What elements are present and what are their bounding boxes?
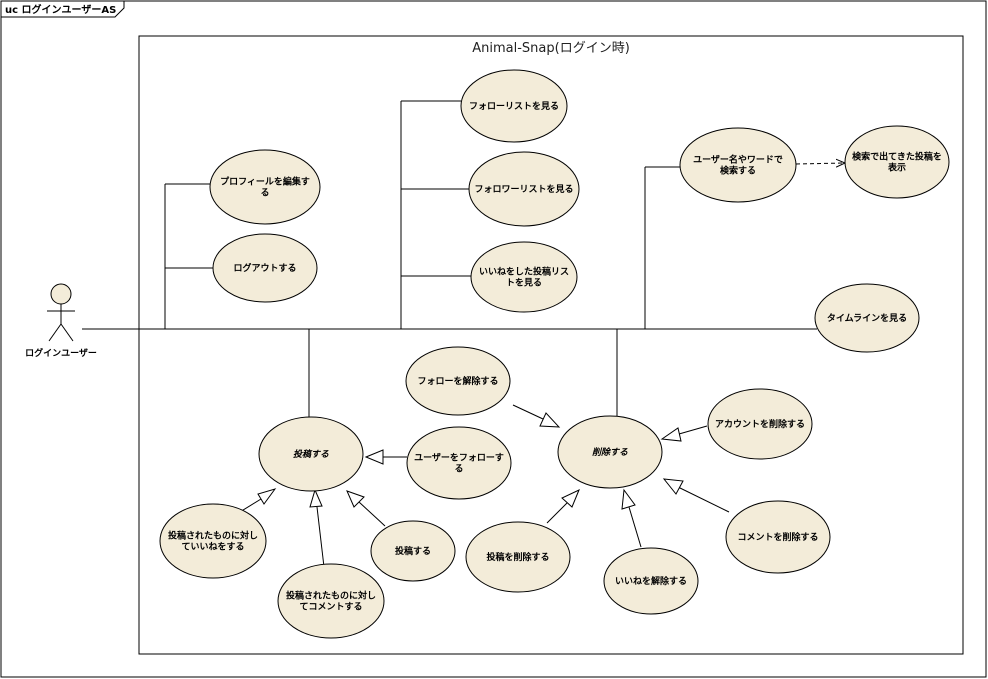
search-dependency-arrow: [795, 163, 845, 164]
use-case-label: いいねを解除する: [615, 575, 687, 587]
use-case-ellipse: [209, 149, 321, 225]
use-case-label: プロフィールを編集す: [220, 176, 310, 188]
use-case-label: る: [454, 464, 463, 475]
use-case-label: 検索で出てきた投稿を: [852, 151, 942, 163]
system-boundary: Animal-Snap(ログイン時): [138, 35, 964, 655]
use-case-label: アカウントを削除する: [715, 418, 805, 430]
use-case-label: ユーザーをフォローす: [414, 453, 504, 464]
use-case-label: タイムラインを見る: [827, 312, 907, 324]
use-cases: プロフィールを編集するログアウトするフォローリストを見るフォロワーリストを見るい…: [159, 69, 950, 639]
system-title: Animal-Snap(ログイン時): [472, 41, 630, 56]
use-case-label: 投稿されたものに対し: [286, 590, 376, 602]
use-case-timeline: タイムラインを見る: [814, 283, 920, 353]
generalization-arrows: [234, 404, 730, 568]
use-case-ellipse: [370, 520, 456, 582]
frame-tab-label: uc ログインユーザーAS: [5, 3, 116, 16]
use-case-label: フォロワーリストを見る: [474, 184, 573, 195]
use-case-ellipse: [707, 388, 813, 460]
use-case-post: 投稿する: [370, 520, 456, 582]
use-case-ellipse: [470, 241, 578, 313]
use-case-label: 投稿する: [293, 449, 329, 460]
use-case-delete-post: 投稿を削除する: [465, 521, 571, 593]
use-case-label: 検索する: [720, 165, 756, 177]
use-case-ellipse: [465, 521, 571, 593]
actor-login-user: ログインユーザー: [25, 283, 97, 359]
use-case-ellipse: [277, 563, 385, 639]
use-case-unlike: いいねを解除する: [603, 547, 699, 615]
use-case-unfollow: フォローを解除する: [405, 346, 511, 416]
use-case-label: 投稿する: [395, 545, 431, 557]
use-case-ellipse: [603, 547, 699, 615]
use-case-label: フォローリストを見る: [469, 101, 559, 112]
use-case-label: ユーザー名やワードで: [693, 154, 783, 166]
use-case-logout: ログアウトする: [212, 233, 318, 303]
use-case-label: 削除する: [592, 447, 628, 458]
use-case-label: フォローを解除する: [417, 375, 498, 387]
use-case-ellipse: [159, 503, 267, 579]
use-case-ellipse: [258, 416, 364, 492]
use-case-delete-account: アカウントを削除する: [707, 388, 813, 460]
use-case-ellipse: [468, 151, 580, 227]
use-case-label: ログアウトする: [233, 262, 296, 274]
use-case-label: コメントを削除する: [737, 531, 818, 543]
use-case-label: 投稿されたものに対し: [168, 530, 258, 542]
use-case-label: いいねをした投稿リス: [479, 266, 569, 278]
use-case-label: る: [260, 188, 269, 199]
use-case-label: 表示: [887, 162, 906, 174]
actor-label: ログインユーザー: [25, 347, 97, 359]
use-case-ellipse: [557, 415, 663, 489]
association-lines: [82, 100, 817, 420]
use-case-ellipse: [679, 127, 797, 203]
use-case-ellipse: [844, 125, 950, 199]
use-case-ellipse: [405, 346, 511, 416]
use-case-label: ていいねをする: [181, 542, 244, 553]
use-case-delete-abstract: 削除する: [557, 415, 663, 489]
use-case-ellipse: [406, 426, 512, 500]
use-case-delete-comment: コメントを削除する: [725, 500, 831, 574]
use-case-label: トを見る: [506, 278, 542, 289]
use-case-post-abstract: 投稿する: [258, 416, 364, 492]
use-case-ellipse: [460, 69, 568, 143]
use-case-ellipse: [814, 283, 920, 353]
use-case-ellipse: [212, 233, 318, 303]
use-case-ellipse: [725, 500, 831, 574]
use-case-follower-list: フォロワーリストを見る: [468, 151, 580, 227]
use-case-label: 投稿を削除する: [486, 551, 549, 563]
use-case-follow-list: フォローリストを見る: [460, 69, 568, 143]
use-case-label: てコメントする: [299, 602, 362, 613]
